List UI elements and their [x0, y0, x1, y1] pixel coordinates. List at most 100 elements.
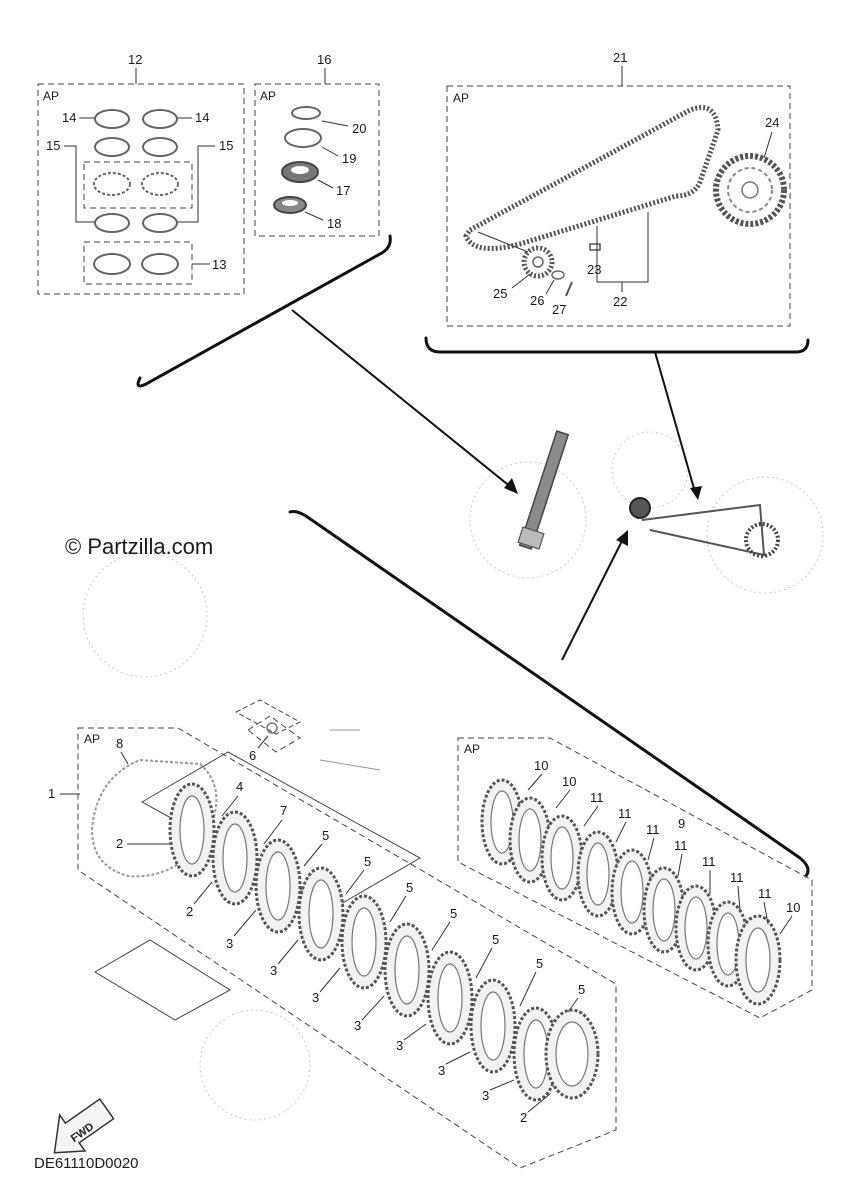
callout-11-2[interactable]: 11 — [618, 806, 632, 821]
pointer-arrows — [291, 309, 702, 661]
part-6-washer[interactable] — [266, 722, 278, 734]
part-23-clip[interactable] — [589, 243, 601, 251]
callout-19[interactable]: 19 — [342, 151, 356, 166]
callout-2-top[interactable]: 2 — [116, 836, 123, 851]
callout-5-5[interactable]: 5 — [492, 932, 499, 947]
callout-20[interactable]: 20 — [352, 121, 366, 136]
copyright-text: © Partzilla.com — [65, 534, 213, 559]
kit-16-group: AP 16 20 19 17 18 — [254, 52, 380, 237]
callout-2-bottom[interactable]: 2 — [520, 1110, 527, 1125]
callout-11-5[interactable]: 11 — [702, 854, 716, 869]
kit-21-group: AP 21 24 25 26 27 23 22 — [446, 50, 791, 327]
oil-ring-right[interactable] — [141, 172, 179, 196]
callout-5-2[interactable]: 5 — [364, 854, 371, 869]
callout-3-4[interactable]: 3 — [354, 1018, 361, 1033]
kit-21-ap-label: AP — [453, 91, 469, 105]
callout-4[interactable]: 4 — [236, 779, 243, 794]
callout-12[interactable]: 12 — [128, 52, 142, 67]
kit-9-box — [457, 737, 813, 1019]
callout-3-3[interactable]: 3 — [312, 990, 319, 1005]
kit-1-group: AP 1 8 6 2 — [48, 699, 617, 1169]
callout-3-5[interactable]: 3 — [396, 1038, 403, 1053]
group-bracket-left — [136, 234, 392, 388]
front-sprocket[interactable] — [521, 245, 555, 279]
kit-6-box — [247, 715, 301, 753]
fork-tube — [518, 430, 570, 550]
callout-5-1[interactable]: 5 — [322, 828, 329, 843]
callout-5-3[interactable]: 5 — [406, 880, 413, 895]
kit-13-box — [83, 241, 193, 285]
callout-3-6[interactable]: 3 — [438, 1063, 445, 1078]
kit-12-group: AP 12 14 14 15 15 13 — [37, 52, 245, 295]
callout-5-6[interactable]: 5 — [536, 956, 543, 971]
piston-ring-left-top[interactable] — [94, 109, 130, 129]
bike-reference-group — [82, 430, 824, 1121]
part-20[interactable] — [291, 106, 321, 120]
kit-16-ap-label: AP — [260, 89, 276, 103]
callout-11-7[interactable]: 11 — [758, 886, 772, 901]
part-19[interactable] — [284, 128, 322, 148]
callout-5-4[interactable]: 5 — [450, 906, 457, 921]
callout-22[interactable]: 22 — [613, 294, 627, 309]
callout-11-6[interactable]: 11 — [730, 870, 744, 885]
kit-12-box — [37, 83, 245, 295]
callout-16[interactable]: 16 — [317, 52, 331, 67]
callout-1[interactable]: 1 — [48, 786, 55, 801]
kit-9-group: AP 9 10 10 11 11 11 11 11 11 1 — [457, 737, 813, 1019]
callout-7[interactable]: 7 — [280, 803, 287, 818]
callout-3-1[interactable]: 3 — [226, 936, 233, 951]
callout-14-right[interactable]: 14 — [195, 110, 209, 125]
fwd-arrow-icon — [53, 1097, 115, 1154]
callout-17[interactable]: 17 — [336, 183, 350, 198]
part-26-washer[interactable] — [551, 270, 565, 280]
callout-2-mid[interactable]: 2 — [186, 904, 193, 919]
callout-11-4[interactable]: 11 — [674, 838, 688, 853]
callout-21[interactable]: 21 — [613, 50, 627, 65]
callout-10-3[interactable]: 10 — [786, 900, 800, 915]
callout-13[interactable]: 13 — [212, 257, 226, 272]
kit-13-ring-right[interactable] — [141, 253, 179, 275]
callout-23[interactable]: 23 — [587, 262, 601, 277]
callout-27[interactable]: 27 — [552, 302, 566, 317]
callout-8[interactable]: 8 — [116, 736, 123, 751]
part-27-bolt[interactable] — [565, 281, 573, 297]
swingarm-chain-run — [641, 503, 766, 557]
rail-ring-right[interactable] — [142, 213, 178, 233]
wheel-sprocket-ref — [744, 522, 780, 558]
callout-5-7[interactable]: 5 — [578, 982, 585, 997]
callout-15-left[interactable]: 15 — [46, 138, 60, 153]
piston-ring-left-second[interactable] — [94, 137, 130, 157]
callout-11-1[interactable]: 11 — [590, 790, 604, 805]
callout-11-3[interactable]: 11 — [646, 822, 660, 837]
kit-13-ring-left[interactable] — [93, 253, 131, 275]
group-bracket-clutch — [288, 510, 810, 878]
kit-12-ap-label: AP — [43, 89, 59, 103]
drive-chain[interactable] — [463, 105, 721, 251]
diagram-code: DE61110D0020 — [34, 1155, 139, 1172]
callout-10-2[interactable]: 10 — [562, 774, 576, 789]
callout-15-right[interactable]: 15 — [219, 138, 233, 153]
callout-26[interactable]: 26 — [530, 293, 544, 308]
engine-sprocket-ref — [629, 497, 651, 519]
kit-16-box — [254, 83, 380, 237]
piston-ring-right-second[interactable] — [142, 137, 178, 157]
piston-ring-right-top[interactable] — [142, 109, 178, 129]
callout-14-left[interactable]: 14 — [62, 110, 76, 125]
callout-3-2[interactable]: 3 — [270, 963, 277, 978]
kit-21-box — [446, 85, 791, 327]
callout-10-1[interactable]: 10 — [534, 758, 548, 773]
rear-sprocket[interactable] — [713, 153, 787, 227]
callout-25[interactable]: 25 — [493, 286, 507, 301]
kit-12-inner-box — [83, 161, 193, 209]
callout-18[interactable]: 18 — [327, 216, 341, 231]
callout-6[interactable]: 6 — [249, 748, 256, 763]
callout-3-7[interactable]: 3 — [482, 1088, 489, 1103]
kit-1-box — [77, 727, 617, 1169]
oil-ring-left[interactable] — [93, 172, 131, 196]
callout-9[interactable]: 9 — [678, 816, 685, 831]
kit-1-ap-label: AP — [84, 732, 100, 746]
fwd-indicator: FWD — [53, 1097, 115, 1154]
callout-24[interactable]: 24 — [765, 115, 779, 130]
rail-ring-left[interactable] — [94, 213, 130, 233]
